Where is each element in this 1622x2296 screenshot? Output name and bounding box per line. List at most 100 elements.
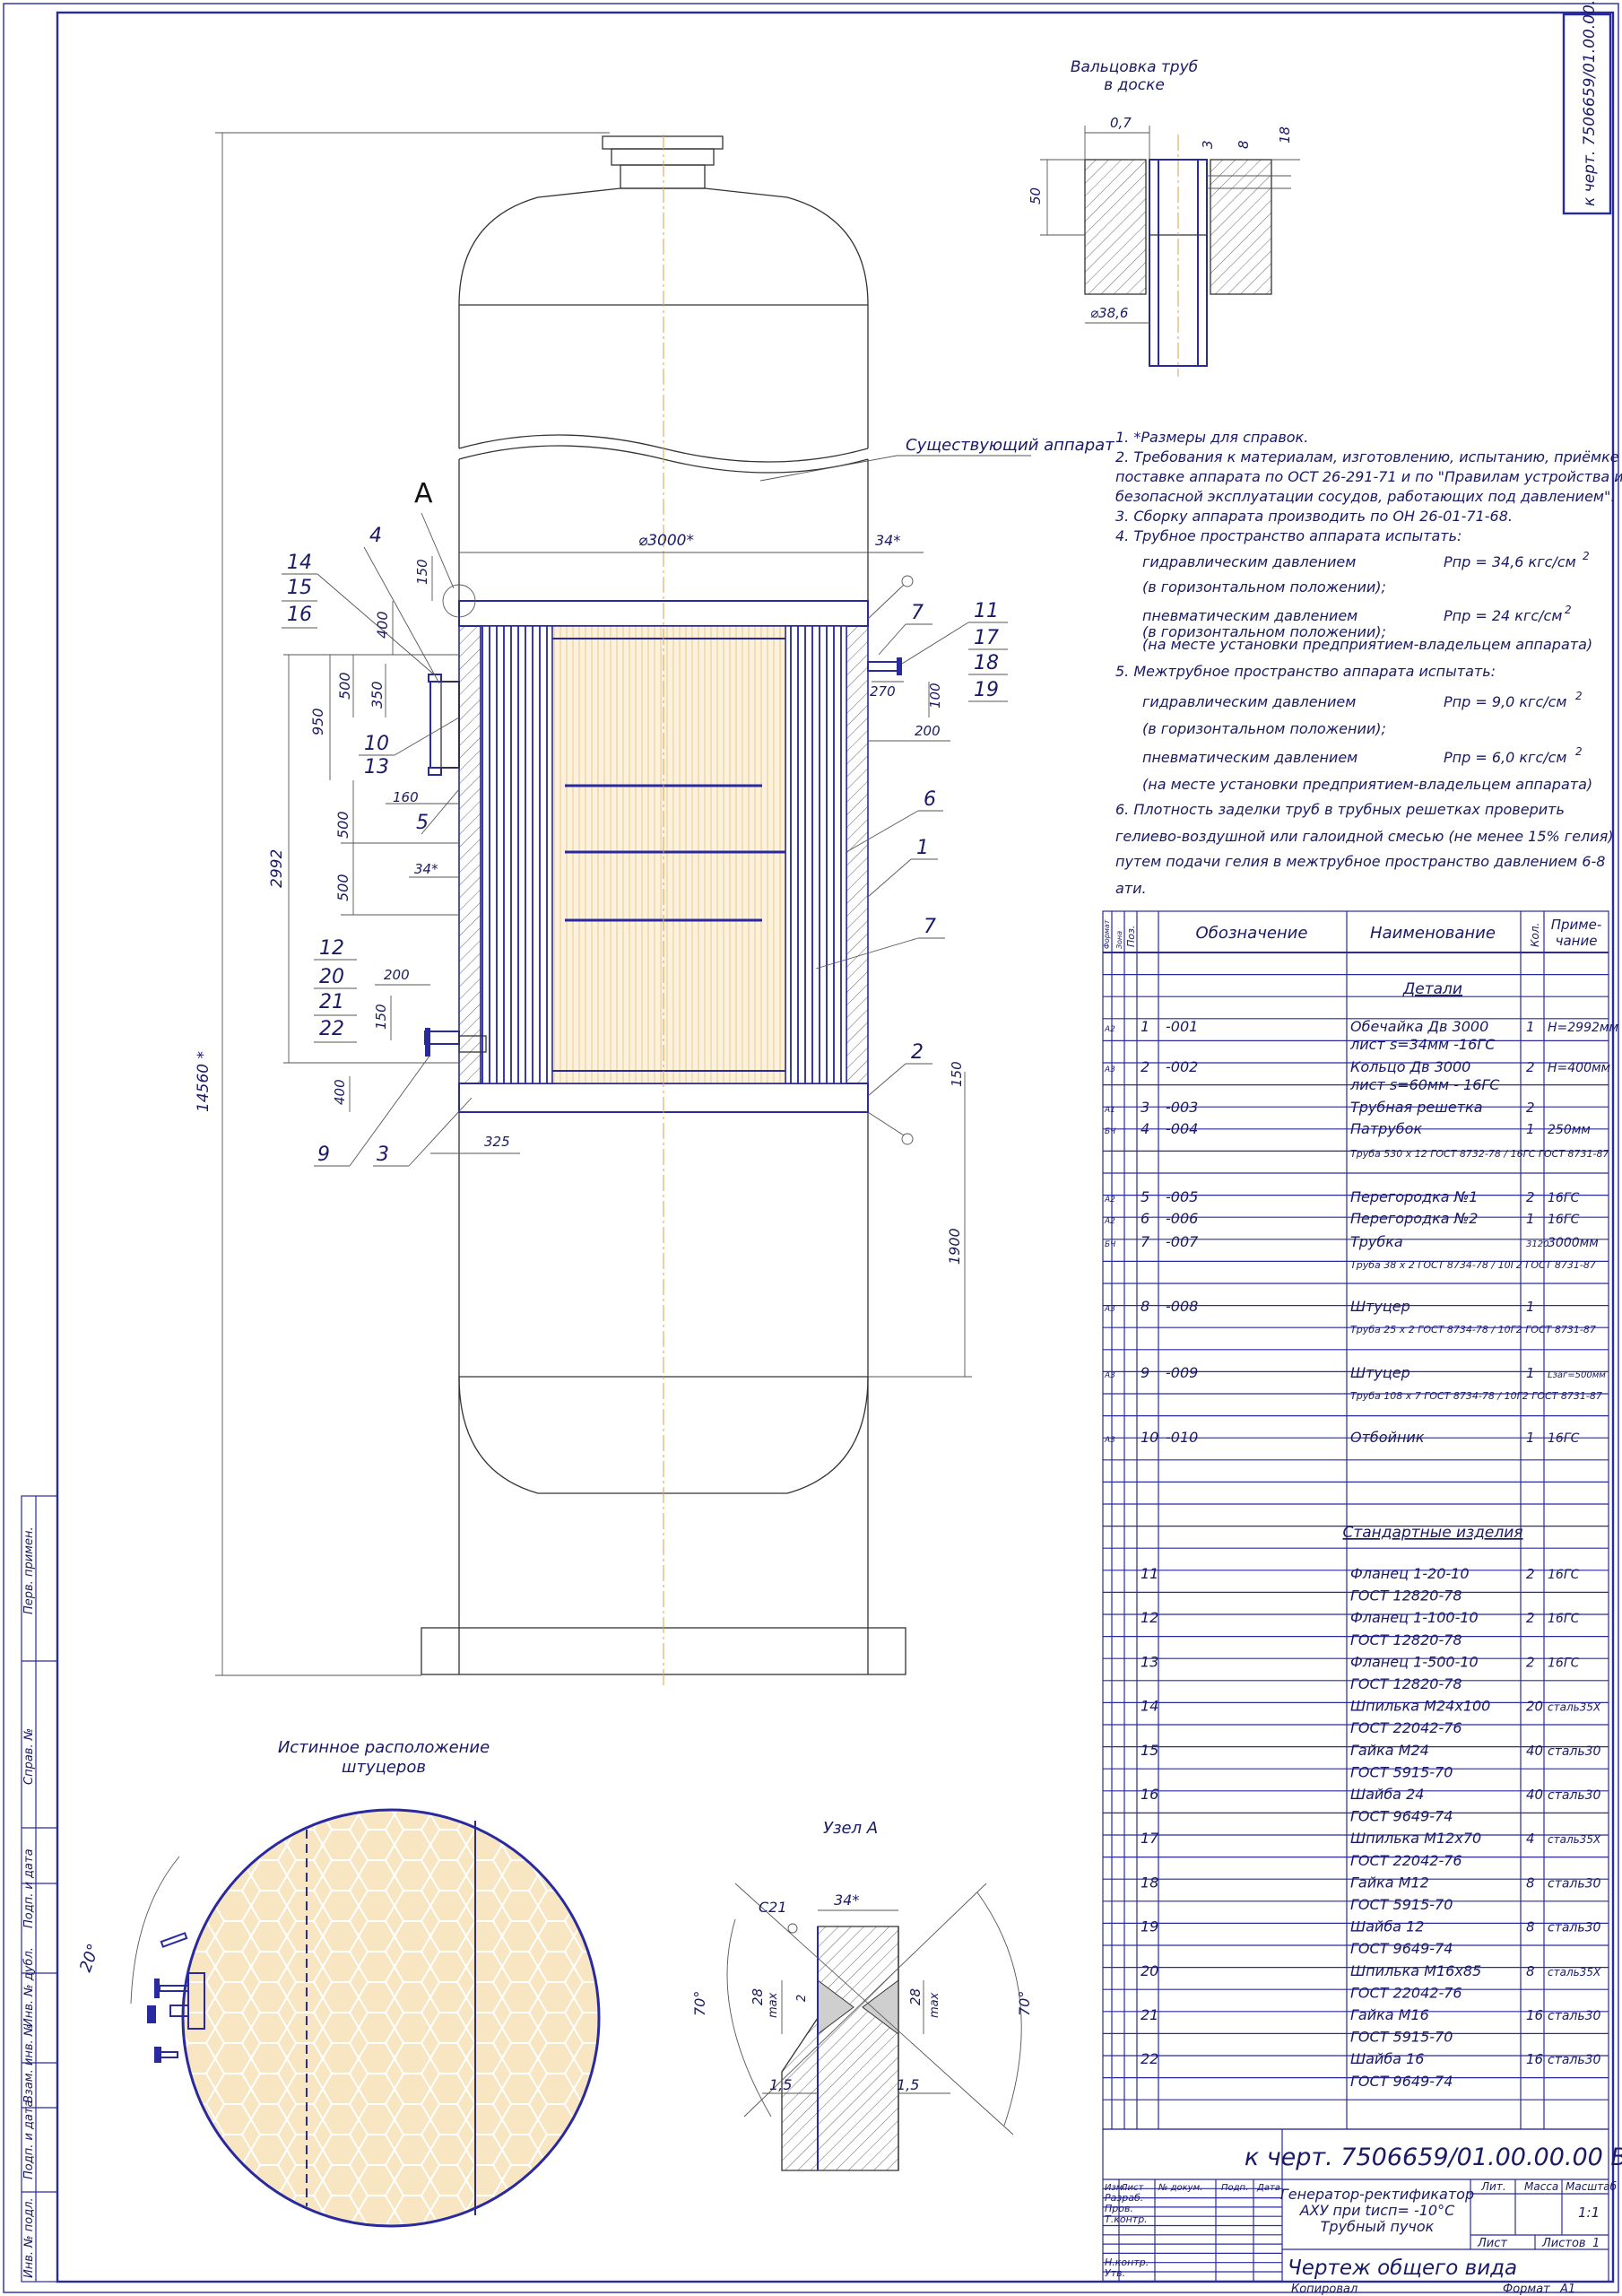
note-line-12: (на месте установки предприятием-владель… (1142, 636, 1592, 653)
rolling-title-1: Вальцовка труб (1071, 58, 1198, 76)
spec-row-name: Труба 38 х 2 ГОСТ 8734-78 / 10Г2 ГОСТ 87… (1350, 1259, 1596, 1271)
title-scale-value: 1:1 (1578, 2205, 1600, 2221)
spec-std-name: ГОСТ 12820-78 (1350, 1675, 1462, 1692)
pos-16: 16 (287, 604, 312, 626)
spec-std-name: Шайба 24 (1350, 1786, 1424, 1803)
dim-350: 350 (369, 681, 386, 709)
spec-std-pos: 12 (1141, 1609, 1158, 1626)
nodeA-max-right: max (928, 1992, 941, 2018)
spec-row-format: А3 (1104, 1436, 1115, 1445)
spec-row-pos: 7 (1141, 1233, 1150, 1250)
note-sup-4: 2 (1575, 745, 1583, 758)
spec-std-name: ГОСТ 12820-78 (1350, 1587, 1462, 1605)
technical-notes: 1. *Размеры для справок. 2. Требования к… (1115, 429, 1622, 897)
spec-std-note: сталь30 (1548, 1744, 1601, 1759)
pos-3: 3 (377, 1144, 389, 1166)
spec-std-name: ГОСТ 5915-70 (1350, 1896, 1453, 1913)
spec-section-standard: Стандартные изделия (1342, 1524, 1522, 1542)
strip-sprav-no: Справ. № (22, 1728, 36, 1785)
spec-row-designation: -008 (1166, 1298, 1198, 1315)
note-line-18: Рпр = 6,0 кгс/см (1444, 749, 1567, 766)
note-line-13: 5. Межтрубное пространство аппарата испы… (1115, 663, 1496, 680)
note-line-17: пневматическим давлением (1142, 749, 1357, 766)
spec-row-format: БЧ (1105, 1127, 1115, 1136)
note-line-11: Рпр = 24 кгс/см (1444, 607, 1562, 624)
title-utv: Утв. (1105, 2267, 1125, 2279)
title-format-value: А1 (1559, 2283, 1575, 2296)
spec-std-qty: 2 (1526, 1610, 1535, 1626)
title-tkontr: Т.контр. (1105, 2213, 1148, 2225)
note-line-2: 2. Требования к материалам, изготовлению… (1115, 448, 1622, 465)
detail-node-A: Узел А 34* С21 70° 70° 28 max 28 max 2 1… (691, 1819, 1033, 2171)
spec-row-qty: 3120 (1526, 1239, 1548, 1249)
spec-std-name: Гайка М12 (1350, 1874, 1429, 1891)
spec-std-note: 16ГС (1548, 1612, 1580, 1626)
spec-row-format: А3 (1104, 1305, 1115, 1314)
spec-row-format: БЧ (1105, 1240, 1115, 1249)
note-sup-1: 2 (1583, 550, 1590, 562)
spec-std-qty: 16 (1526, 2051, 1543, 2067)
spec-std-qty: 16 (1526, 2007, 1543, 2023)
rolling-dim-0-7: 0,7 (1110, 115, 1132, 131)
spec-row-format: А1 (1104, 1106, 1115, 1115)
spec-row-name: Штуцер (1350, 1364, 1410, 1381)
note-line-6: 4. Трубное пространство аппарата испытат… (1115, 527, 1462, 544)
dim-500-b: 500 (334, 811, 351, 839)
spec-row-name: лист s=60мм - 16ГС (1349, 1076, 1500, 1093)
spec-std-name: Шайба 16 (1350, 2050, 1424, 2067)
nodeA-dim-1-5-right: 1,5 (897, 2076, 919, 2093)
spec-std-name: ГОСТ 22042-76 (1350, 1984, 1462, 2001)
spec-std-name: ГОСТ 9649-74 (1350, 1808, 1453, 1825)
main-view: 14560 * ⌀3000* 34* 2992 950 500 350 400 … (195, 132, 1115, 1686)
spec-row-designation: -004 (1166, 1120, 1198, 1137)
spec-std-pos: 16 (1141, 1786, 1158, 1803)
plan-title-2: штуцеров (342, 1758, 426, 1777)
spec-row-name: Перегородка №1 (1350, 1188, 1478, 1205)
note-line-14: гидравлическим давлением (1142, 693, 1356, 710)
title-podp: Подп. (1221, 2183, 1248, 2193)
spec-row-pos: 10 (1141, 1429, 1158, 1446)
strip-podp-data-2: Подп. и дата (22, 2100, 36, 2179)
spec-row-name: Штуцер (1350, 1298, 1410, 1315)
spec-row-note: 16ГС (1548, 1213, 1580, 1227)
pos-15: 15 (287, 577, 312, 599)
note-line-7: гидравлическим давлением (1142, 553, 1356, 570)
pos-7-top: 7 (911, 602, 924, 624)
spec-row-name: лист s=34мм -16ГС (1349, 1036, 1496, 1053)
spec-std-pos: 11 (1141, 1565, 1158, 1582)
spec-std-note: сталь35Х (1548, 1833, 1601, 1846)
spec-row-note: Н=400мм (1548, 1061, 1611, 1075)
spec-std-note: сталь35Х (1548, 1966, 1601, 1979)
pos-21: 21 (319, 991, 344, 1013)
nodeA-dim-2: 2 (795, 1995, 809, 2002)
nodeA-angle-70-left: 70° (691, 1991, 708, 2016)
spec-std-pos: 15 (1141, 1742, 1158, 1759)
rolling-title-2: в доске (1104, 76, 1165, 94)
spec-row-pos: 8 (1141, 1298, 1149, 1315)
dim-1900: 1900 (946, 1228, 963, 1265)
spec-row-qty: 1 (1526, 1211, 1535, 1227)
spec-section-details: Детали (1402, 980, 1462, 998)
spec-row-designation: -003 (1166, 1099, 1198, 1116)
dim-2992: 2992 (268, 849, 286, 888)
note-line-10b: пневматическим давлением (1142, 607, 1357, 624)
spec-row-pos: 5 (1141, 1188, 1149, 1205)
spec-std-name: Гайка М16 (1350, 2006, 1429, 2023)
nodeA-title: Узел А (823, 1819, 878, 1838)
nodeA-dim-1-5-left: 1,5 (769, 2076, 792, 2093)
spec-std-name: ГОСТ 22042-76 (1350, 1852, 1462, 1869)
spec-row-name: Кольцо Дв 3000 (1350, 1058, 1470, 1075)
title-sheets-value: 1 (1592, 2237, 1600, 2250)
outer-frame (3, 3, 1619, 2293)
spec-row-note: 250мм (1548, 1123, 1591, 1137)
spec-row-pos: 3 (1141, 1099, 1149, 1116)
nodeA-angle-70-right: 70° (1016, 1991, 1033, 2016)
spec-row-note: Lзаг=500мм (1548, 1370, 1606, 1380)
pos-9: 9 (317, 1144, 330, 1166)
spec-std-name: Шайба 12 (1350, 1918, 1424, 1935)
rolling-dim-dia: ⌀38,6 (1090, 305, 1128, 321)
dim-200-a: 200 (384, 967, 410, 983)
position-labels-left: 14 15 16 4 10 13 5 12 20 21 22 9 3 (282, 525, 473, 1167)
nodeA-c21: С21 (759, 1899, 787, 1916)
pos-1: 1 (916, 837, 929, 859)
